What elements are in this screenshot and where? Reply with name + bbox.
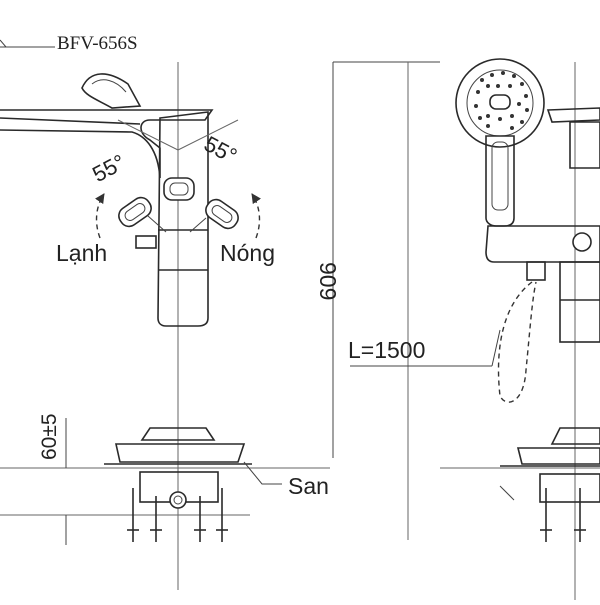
hose-length-label: L=1500 (348, 337, 425, 363)
hose-connector (526, 261, 546, 281)
shower-nozzles (474, 71, 529, 130)
floor-leader-line (243, 461, 282, 485)
cold-rotation-arrow (95, 193, 105, 239)
shower-head (455, 58, 545, 148)
title-tick (0, 39, 7, 48)
front-body-upper (569, 121, 600, 169)
height-dimension: 909 (315, 61, 440, 458)
side-view: 55° 55° Lạnh Nóng 60±5 (0, 62, 330, 590)
hot-label: Nóng (220, 240, 275, 266)
angle-left-label: 55° (88, 149, 129, 187)
inlet-fitting (169, 491, 187, 509)
mounting-bolts (127, 488, 228, 542)
shower-center-nozzle (489, 94, 511, 110)
diverter-knob (135, 235, 157, 249)
hot-rotation-arrow (251, 193, 261, 239)
side-base-top (140, 427, 216, 441)
angle-ray-left (117, 119, 179, 151)
front-base-flange (516, 447, 600, 465)
hot-lever (205, 198, 239, 230)
valve-body (157, 111, 209, 327)
angle-ray-right (177, 119, 239, 151)
angle-right-label: 55° (200, 131, 241, 169)
center-handle-inner (169, 182, 189, 196)
front-mounting-box (539, 473, 600, 503)
cold-label: Lạnh (56, 240, 107, 266)
model-label: BFV-656S (57, 33, 138, 54)
cold-lever-arm (147, 215, 167, 233)
front-view: L=1500 San (243, 58, 600, 600)
front-base-tick (499, 485, 515, 501)
center-handle (163, 177, 195, 201)
base-height-label: 60±5 (38, 413, 61, 460)
side-shower-detail (91, 79, 127, 93)
floor-label: San (288, 473, 329, 499)
side-shower-handle (81, 73, 142, 109)
hose-leader-tick (491, 329, 501, 367)
hand-shower-grip (485, 135, 515, 227)
front-body-lower (559, 261, 600, 343)
side-base-flange (115, 443, 246, 463)
title-block: BFV-656S (0, 33, 138, 54)
hand-shower-grip-inner (491, 141, 509, 211)
front-base-top (550, 427, 600, 445)
front-spout-top (546, 107, 600, 123)
shower-hose (497, 281, 537, 403)
hot-lever-arm (189, 217, 207, 233)
front-mounting-bolts (540, 488, 586, 542)
front-lever-knob (572, 232, 592, 252)
height-label: 909 (315, 262, 341, 300)
inlet-fitting-core (173, 495, 183, 505)
spout-inner-line (0, 117, 141, 125)
cold-lever (118, 196, 152, 228)
spout-outline (0, 109, 214, 179)
